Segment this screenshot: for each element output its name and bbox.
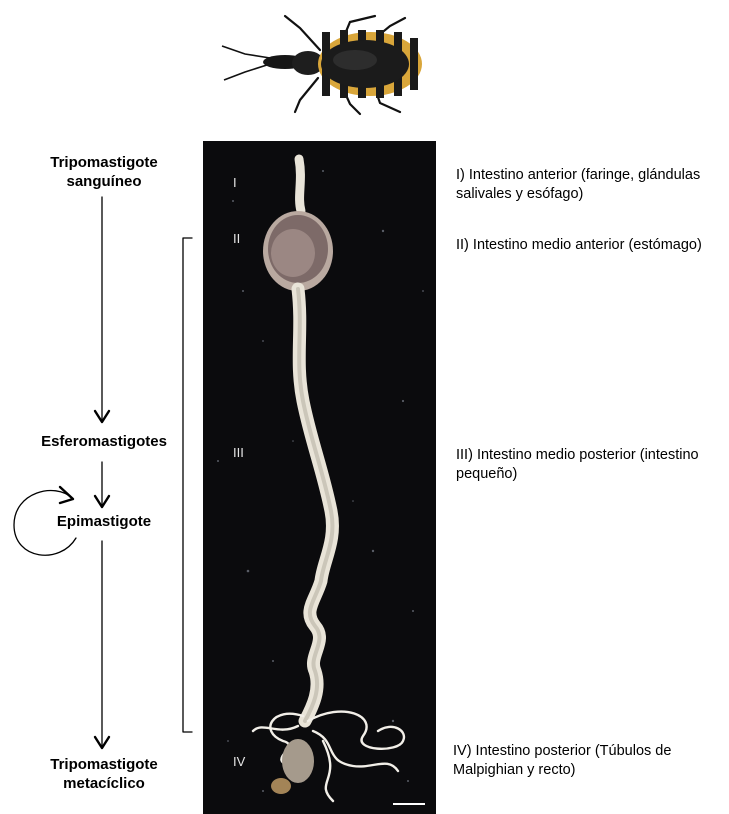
triatomine-bug-icon bbox=[200, 8, 430, 120]
midgut-bracket bbox=[183, 238, 192, 732]
region-I-line1: I) Intestino anterior (faringe, glándula… bbox=[456, 166, 700, 185]
region-II-line1: II) Intestino medio anterior (estómago) bbox=[456, 236, 702, 255]
gut-marker-II: II bbox=[233, 231, 240, 246]
region-III-line1: III) Intestino medio posterior (intestin… bbox=[456, 446, 699, 465]
gut-marker-IV: IV bbox=[233, 754, 245, 769]
gut-marker-I: I bbox=[233, 175, 237, 190]
region-IV-line2: Malpighian y recto) bbox=[453, 761, 671, 780]
region-III-label: III) Intestino medio posterior (intestin… bbox=[456, 446, 699, 484]
region-III-line2: pequeño) bbox=[456, 465, 699, 484]
region-IV-line1: IV) Intestino posterior (Túbulos de bbox=[453, 742, 671, 761]
gut-photograph: I II III IV bbox=[203, 141, 436, 814]
region-II-label: II) Intestino medio anterior (estómago) bbox=[456, 236, 702, 255]
region-I-line2: salivales y esófago) bbox=[456, 185, 700, 204]
life-cycle-arrows bbox=[0, 0, 200, 814]
region-I-label: I) Intestino anterior (faringe, glándula… bbox=[456, 166, 700, 204]
loop-arrowhead bbox=[60, 487, 73, 503]
gut-marker-III: III bbox=[233, 445, 244, 460]
region-IV-label: IV) Intestino posterior (Túbulos de Malp… bbox=[453, 742, 671, 780]
